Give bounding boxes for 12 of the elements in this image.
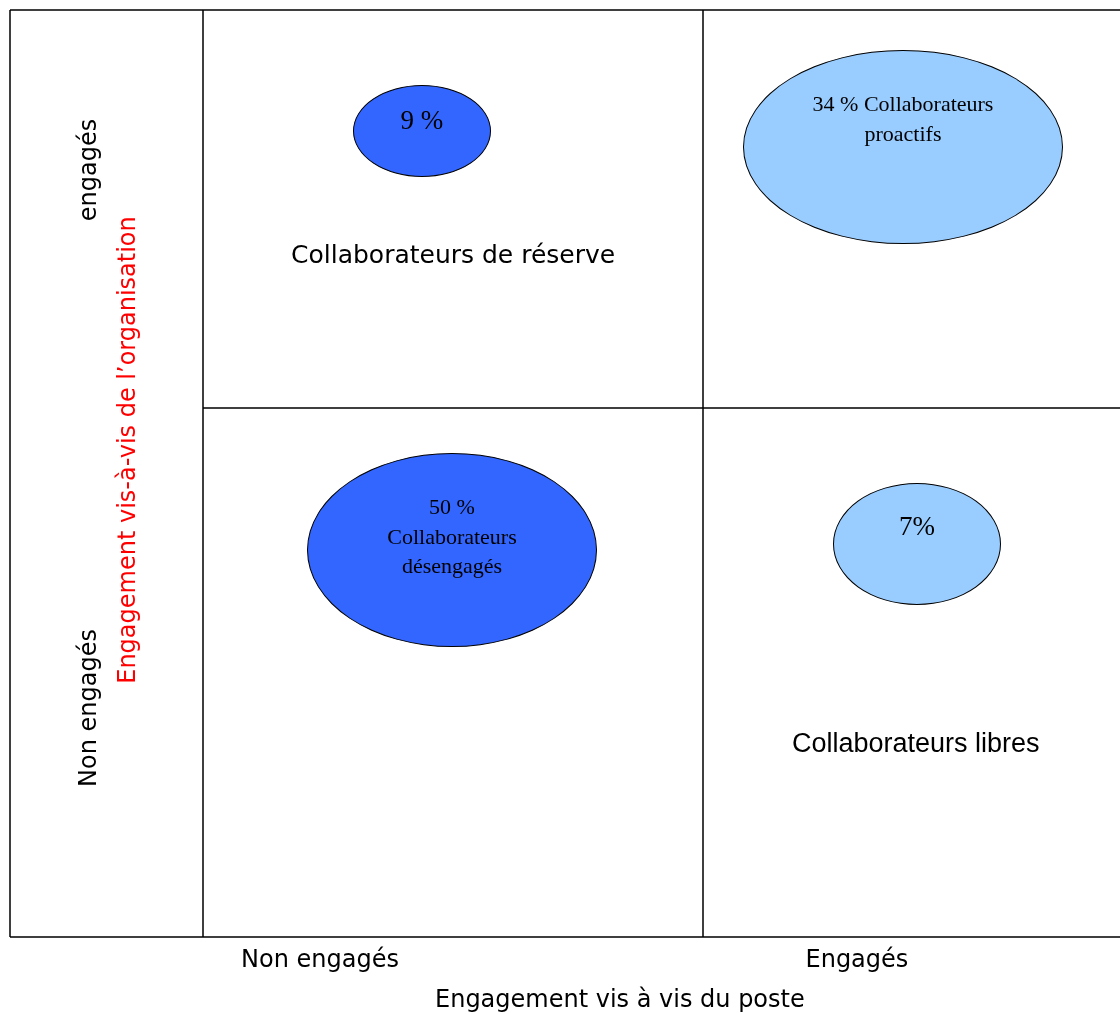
axis-title: Engagement vis à vis du poste bbox=[435, 985, 805, 1013]
quadrant-label: Collaborateurs de réserve bbox=[291, 239, 616, 269]
axis-tick-label: Non engagés bbox=[241, 945, 399, 973]
axis-tick-label: Engagés bbox=[805, 945, 909, 973]
percentage-ellipse: 7% bbox=[833, 483, 1001, 605]
segment-ellipse: 50 % Collaborateurs désengagés bbox=[307, 453, 597, 647]
segment-ellipse: 34 % Collaborateurs proactifs bbox=[743, 50, 1063, 244]
axis-title: Engagement vis-à-vis de l’organisation bbox=[112, 216, 141, 684]
axis-tick-label: Non engagés bbox=[73, 629, 102, 787]
quadrant-label: Collaborateurs libres bbox=[792, 727, 1040, 759]
axis-tick-label: engagés bbox=[74, 118, 103, 222]
percentage-ellipse: 9 % bbox=[353, 85, 491, 177]
